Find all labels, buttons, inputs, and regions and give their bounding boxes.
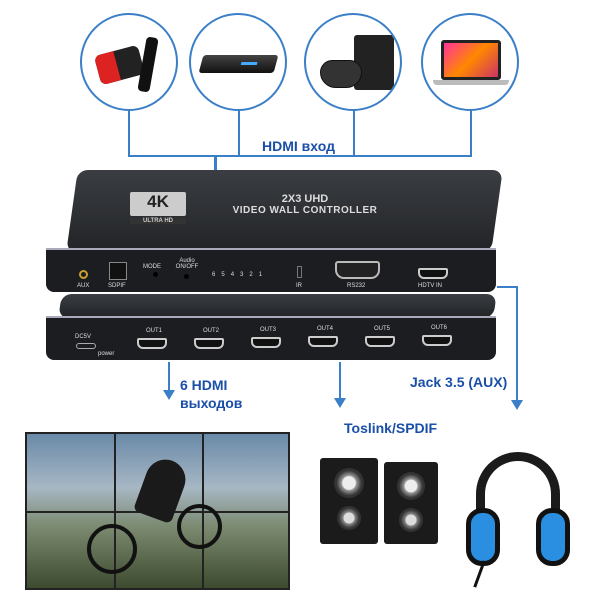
video-wall-image	[25, 432, 290, 590]
game-console-icon	[354, 35, 394, 90]
hdmi-in-port	[418, 268, 448, 279]
tv-box-icon	[93, 44, 146, 86]
led-row: 6 5 4 3 2 1	[212, 272, 263, 278]
rs232-port	[335, 261, 380, 279]
hdmi-out-1	[137, 338, 167, 349]
spdif-port	[109, 262, 127, 280]
dc-port	[76, 343, 96, 349]
speakers-image	[320, 458, 442, 546]
mode-button[interactable]	[153, 272, 158, 277]
tv-box-circle	[80, 13, 178, 111]
jack-label: Jack 3.5 (AUX)	[410, 374, 508, 390]
hdmi-out-5	[365, 336, 395, 347]
game-console-circle	[304, 13, 402, 111]
toslink-label: Toslink/SPDIF	[344, 420, 438, 436]
dvd-player-icon	[198, 55, 279, 73]
hdmi-out-6	[422, 335, 452, 346]
device-title: 2X3 UHD VIDEO WALL CONTROLLER	[232, 193, 378, 216]
arrow-down-icon	[163, 390, 175, 400]
audio-toggle-button[interactable]	[184, 274, 189, 279]
hdmi-input-label: HDMI вход	[258, 138, 339, 154]
laptop-circle	[421, 13, 519, 111]
arrow-down-icon	[511, 400, 523, 410]
aux-jack	[79, 270, 88, 279]
controller-bottom-unit	[58, 294, 497, 318]
hdmi-outputs-label: 6 HDMI выходов	[180, 377, 243, 411]
bike-wheel	[177, 504, 222, 549]
arrow-down-icon	[334, 398, 346, 408]
logo-4k: 4K ULTRA HD	[130, 192, 186, 224]
headset-image	[458, 448, 578, 590]
laptop-icon	[441, 40, 501, 80]
bike-wheel	[87, 524, 137, 574]
hdmi-out-4	[308, 336, 338, 347]
hdmi-out-3	[251, 337, 281, 348]
ir-sensor	[297, 266, 302, 278]
hdmi-out-2	[194, 338, 224, 349]
dvd-player-circle	[189, 13, 287, 111]
